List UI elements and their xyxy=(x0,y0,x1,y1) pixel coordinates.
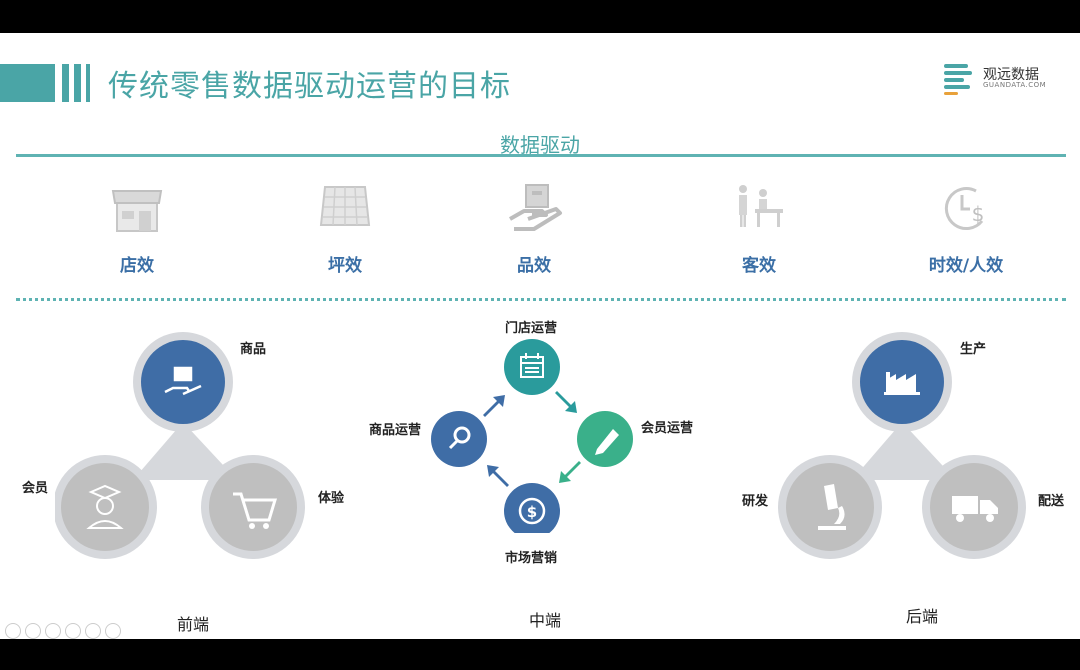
graduate-icon xyxy=(86,484,124,529)
microscope-icon xyxy=(818,484,846,530)
arrow-icon xyxy=(555,391,577,413)
metric-store: 店效 xyxy=(67,179,207,276)
middle-cycle: $ xyxy=(431,339,633,533)
customers-icon xyxy=(739,185,783,227)
logo-icon xyxy=(944,64,972,95)
truck-icon xyxy=(952,496,998,522)
section-caption: 后端 xyxy=(906,607,939,626)
metric-label: 时效/人效 xyxy=(928,256,1004,276)
arrow-icon xyxy=(487,465,509,487)
node-label: 会员 xyxy=(22,481,49,496)
svg-text:$: $ xyxy=(527,503,537,521)
node-label: 市场营销 xyxy=(505,551,558,566)
node-label: 配送 xyxy=(1038,494,1065,509)
back-triad xyxy=(778,332,1026,559)
clock-dollar-icon: $ xyxy=(944,187,985,231)
factory-icon xyxy=(884,372,920,395)
zoom-icon[interactable] xyxy=(85,623,101,639)
product-hand-icon xyxy=(509,184,562,231)
logo-subtitle: GUANDATA.COM xyxy=(983,81,1047,89)
page-title: 传统零售数据驱动运营的目标 xyxy=(108,69,511,104)
front-triad xyxy=(55,332,305,559)
node-label: 研发 xyxy=(742,494,769,509)
metric-product: 品效 xyxy=(464,179,604,276)
next-icon[interactable] xyxy=(25,623,41,639)
metric-label: 店效 xyxy=(120,256,154,276)
title-bars xyxy=(0,64,90,102)
metric-label: 品效 xyxy=(517,256,551,276)
node-label: 体验 xyxy=(318,491,345,506)
more-icon[interactable] xyxy=(105,623,121,639)
metric-customer: 客效 xyxy=(689,179,829,276)
presenter-controls xyxy=(5,623,121,639)
logo-name: 观远数据 xyxy=(983,67,1039,83)
node-label: 生产 xyxy=(960,342,987,357)
section-caption: 前端 xyxy=(177,615,210,634)
section-caption: 中端 xyxy=(529,611,562,630)
node-label: 会员运营 xyxy=(641,421,694,436)
slide: 传统零售数据驱动运营的目标 观远数据 GUANDATA.COM 数据驱动 店效 … xyxy=(0,33,1080,639)
divider xyxy=(16,154,1066,157)
section-title: 数据驱动 xyxy=(500,133,580,157)
metric-label: 坪效 xyxy=(328,256,362,276)
metric-time: $ 时效/人效 xyxy=(896,179,1036,276)
pen-icon[interactable] xyxy=(45,623,61,639)
cart-icon xyxy=(233,492,278,529)
metric-label: 客效 xyxy=(742,256,776,276)
node-label: 商品运营 xyxy=(369,423,422,438)
node-label: 商品 xyxy=(240,342,267,357)
svg-text:$: $ xyxy=(972,202,985,226)
calendar-icon xyxy=(520,353,544,378)
search-icon xyxy=(448,426,471,450)
arrow-icon xyxy=(483,395,505,417)
dotted-divider xyxy=(16,298,1066,301)
arrow-icon xyxy=(559,461,581,483)
dollar-cycle-icon: $ xyxy=(518,497,546,525)
floor-area-icon xyxy=(319,186,371,226)
prev-icon[interactable] xyxy=(5,623,21,639)
metric-floor: 坪效 xyxy=(275,179,415,276)
slides-icon[interactable] xyxy=(65,623,81,639)
store-icon xyxy=(111,190,163,232)
node-label: 门店运营 xyxy=(505,321,558,336)
product-hand-icon xyxy=(164,366,202,396)
pencil-icon xyxy=(595,429,619,455)
